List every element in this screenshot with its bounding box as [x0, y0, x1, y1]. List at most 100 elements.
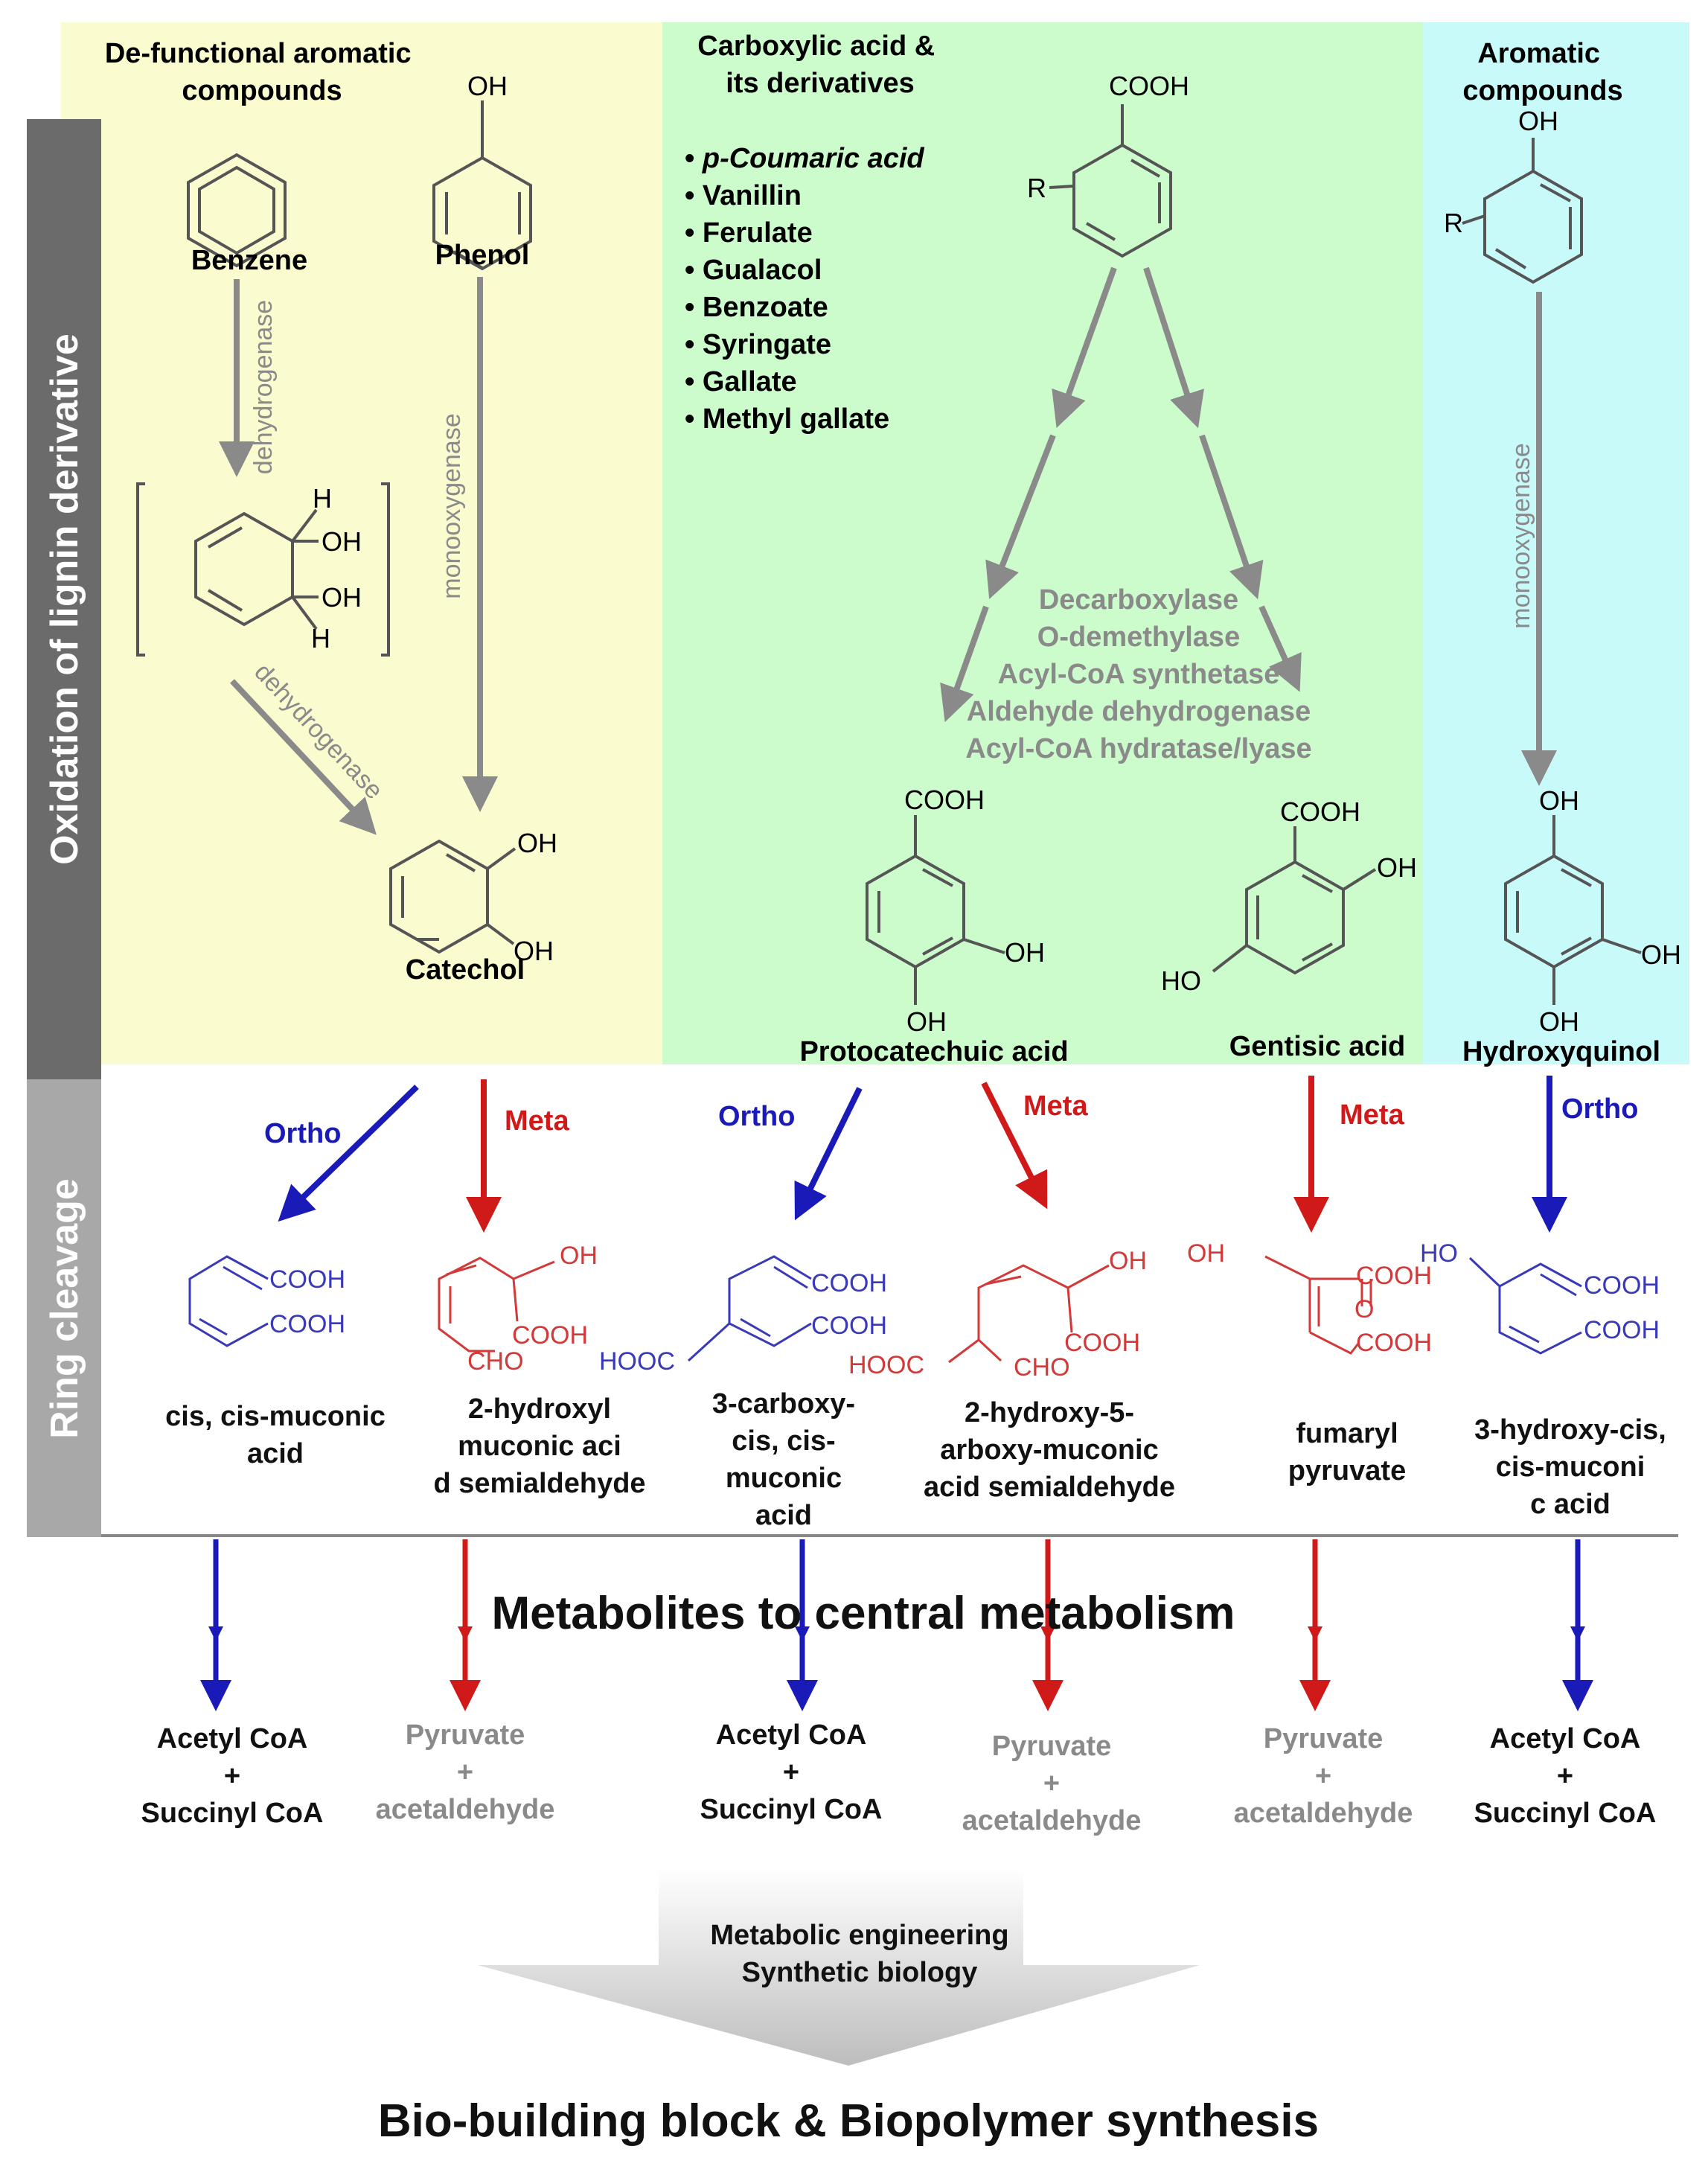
- protocatechuic-structure: [866, 815, 1005, 1005]
- end-plus: +: [224, 1760, 240, 1792]
- gentisic-oh: OH: [1377, 852, 1417, 883]
- product-name: 3-hydroxy-cis, cis-muconi c acid: [1474, 1414, 1666, 1520]
- mid-arrowhead: [458, 1626, 473, 1641]
- dehydrogenase-label-1: dehydrogenase: [249, 300, 278, 474]
- arrow-ortho-2: [794, 1087, 863, 1221]
- list-bullet: •: [685, 329, 703, 360]
- header-defunctional: De-functional aromatic compounds: [105, 38, 419, 106]
- phenol-structure: [432, 100, 532, 271]
- fumaryl-o: O: [1354, 1295, 1374, 1323]
- end-acetaldehyde: acetaldehyde: [376, 1794, 555, 1825]
- end-pyruvate: Pyruvate: [406, 1719, 525, 1751]
- label-meta-3: Meta: [1340, 1099, 1404, 1131]
- dihydrodiol-structure: [136, 482, 390, 657]
- central-metabolism-label: Metabolites to central metabolism: [491, 1588, 1235, 1639]
- end-plus: +: [1557, 1760, 1573, 1792]
- fumaryl-cooh-1: COOH: [1356, 1262, 1432, 1290]
- carboxylic-enzyme-list: Decarboxylase O-demethylase Acyl-CoA syn…: [965, 584, 1311, 764]
- hydroxyquinol-structure: [1504, 815, 1642, 1005]
- product-name-line: c acid: [1530, 1489, 1611, 1520]
- catechol-label: Catechol: [406, 954, 525, 986]
- list-item-text: Ferulate: [703, 217, 813, 249]
- catechol-oh-bottom: OH: [514, 936, 554, 966]
- r-benzoic-acid-structure: [1049, 104, 1172, 258]
- product-name-line: 2-hydroxy-5-: [965, 1397, 1134, 1428]
- atom-h-bottom: H: [311, 623, 330, 654]
- muconic-structure: [188, 1255, 269, 1347]
- hydroxy-muconic-ho: HO: [1420, 1239, 1458, 1268]
- arrow-segment: [940, 605, 989, 723]
- catechol-oh-top: OH: [517, 828, 557, 858]
- protocatechuic-label: Protocatechuic acid: [799, 1036, 1068, 1067]
- product-name-line: 3-hydroxy-cis,: [1474, 1414, 1666, 1446]
- oxidation-bar: [27, 119, 101, 1079]
- mid-arrowhead: [795, 1626, 810, 1641]
- product-name: 2-hydroxy-5- arboxy-muconic acid semialdeh…: [924, 1397, 1175, 1503]
- phenol-label: Phenol: [435, 240, 530, 271]
- header-defunctional-text: De-functional aromatic: [105, 38, 412, 69]
- gentisic-label: Gentisic acid: [1229, 1031, 1406, 1062]
- end-acetyl: Acetyl CoA: [716, 1719, 867, 1751]
- protocatechuic-oh-right: OH: [1005, 937, 1045, 968]
- benzene-structure: [187, 153, 287, 268]
- header-aromatic-text: Aromatic: [1477, 38, 1600, 69]
- compound-list-item: • Ferulate: [685, 217, 813, 249]
- compound-list-item: • Gualacol: [685, 255, 822, 286]
- protocatechuic-cooh: COOH: [904, 785, 985, 815]
- list-bullet: •: [685, 217, 703, 249]
- end-products: Acetyl CoA + Succinyl CoA Pyruvate + ace…: [141, 1719, 1657, 1836]
- product-name-line: 3-carboxy-: [712, 1388, 855, 1420]
- mid-arrowhead: [208, 1626, 223, 1641]
- hydroxyquinol-oh-right: OH: [1641, 939, 1681, 970]
- carboxy-muconic-cooh-1: COOH: [811, 1269, 887, 1297]
- product-name-line: pyruvate: [1288, 1455, 1406, 1487]
- label-meta-1: Meta: [505, 1105, 569, 1137]
- arrow-segment: [1052, 266, 1117, 429]
- carboxylic-arrows: [940, 266, 1302, 723]
- hydroxy-muconic-cooh-2: COOH: [1584, 1316, 1660, 1344]
- mid-arrowhead: [1040, 1626, 1055, 1641]
- atom-oh-top: OH: [322, 526, 362, 557]
- list-item-text: Benzoate: [703, 292, 828, 323]
- catechol-structure: [389, 839, 516, 954]
- list-bullet: •: [685, 292, 703, 323]
- compound-list-item: • Methyl gallate: [685, 403, 889, 435]
- carboxy-muconic-structure: [687, 1255, 812, 1362]
- central-metabolism-arrows: [200, 1539, 1593, 1711]
- list-item-text: Methyl gallate: [703, 403, 889, 435]
- monooxygenase-label-1: monooxygenase: [438, 413, 466, 599]
- atom-oh-bottom: OH: [322, 582, 362, 613]
- fumaryl-oh: OH: [1187, 1239, 1225, 1268]
- product-name-line: arboxy-muconic: [940, 1434, 1159, 1466]
- list-bullet: •: [685, 143, 703, 174]
- list-bullet: •: [685, 180, 703, 211]
- product-name-line: acid semialdehyde: [924, 1472, 1175, 1503]
- muconic-cooh-2: COOH: [269, 1310, 345, 1338]
- hydroxy-muconic-structure: [1468, 1256, 1582, 1355]
- end-acetaldehyde: acetaldehyde: [1234, 1798, 1413, 1829]
- product-name-line: cis-muconi: [1496, 1452, 1645, 1483]
- list-bullet: •: [685, 255, 703, 286]
- label-meta-2: Meta: [1023, 1090, 1088, 1122]
- product-name-line: cis, cis-: [732, 1425, 835, 1457]
- muconic-cooh-1: COOH: [269, 1265, 345, 1294]
- arrow-ortho-1: [278, 1085, 419, 1222]
- hydroxy-muconic-cooh-1: COOH: [1584, 1271, 1660, 1300]
- gentisic-cooh: COOH: [1280, 796, 1360, 827]
- enzyme-name: Acyl-CoA synthetase: [998, 659, 1280, 690]
- atom-h-top: H: [313, 483, 332, 514]
- phenol-oh: OH: [467, 71, 508, 101]
- end-acetaldehyde: acetaldehyde: [962, 1805, 1142, 1836]
- fumaryl-cooh-2: COOH: [1356, 1329, 1432, 1357]
- hydroxyquinol-oh-bottom: OH: [1539, 1006, 1579, 1037]
- product-name-line: cis, cis-muconic: [165, 1401, 386, 1432]
- carboxy-muconic-hooc: HOOC: [599, 1347, 675, 1376]
- hydroxyquinol-label: Hydroxyquinol: [1462, 1036, 1660, 1067]
- carboxy-muconic-cooh-2: COOH: [811, 1312, 887, 1340]
- end-acetyl: Acetyl CoA: [157, 1723, 308, 1754]
- product-name-line: 2-hydroxyl: [468, 1393, 611, 1425]
- engineering-arrow: [478, 1868, 1200, 2066]
